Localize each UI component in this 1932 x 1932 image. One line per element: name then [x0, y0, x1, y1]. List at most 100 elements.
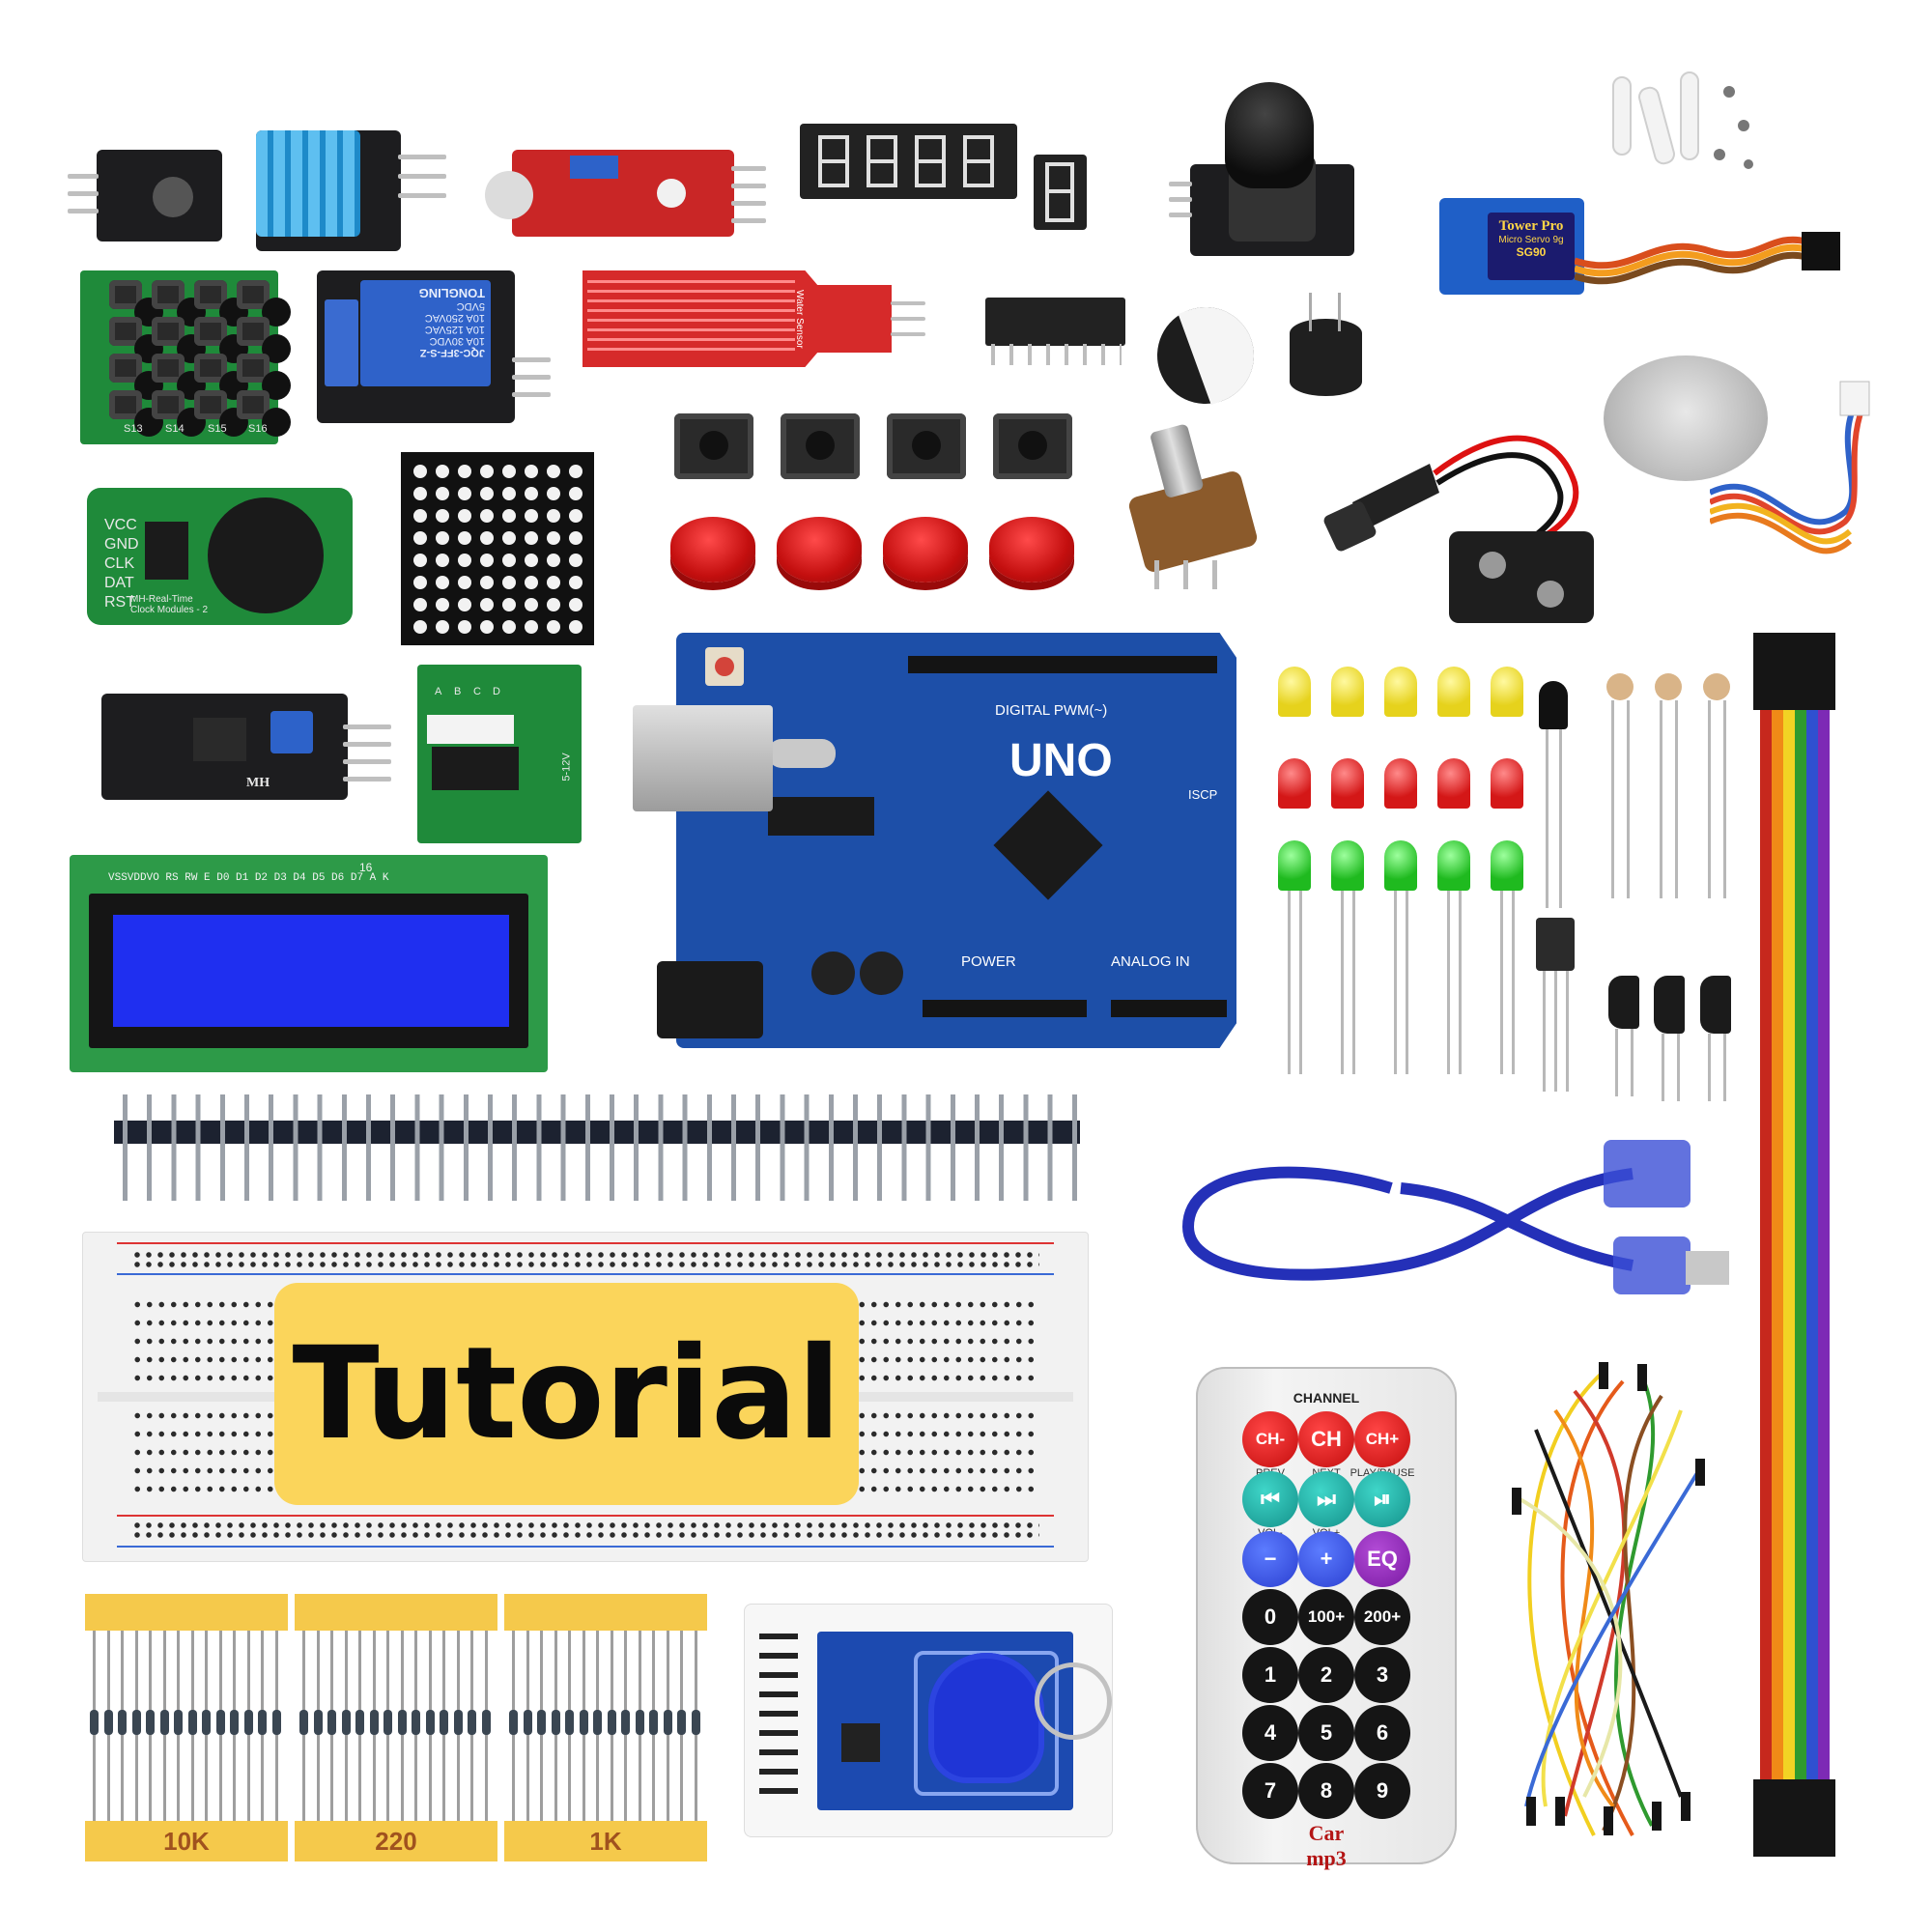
- led-2-2: [1384, 840, 1417, 891]
- tactile-button-4[interactable]: [993, 413, 1072, 479]
- joystick-cap[interactable]: [1225, 82, 1314, 188]
- sound-sensor-module: [485, 150, 734, 237]
- resistor: [146, 1710, 155, 1735]
- resistor: [607, 1710, 616, 1735]
- dc-power-jack[interactable]: [657, 961, 763, 1038]
- remote-logo: Car mp3: [1306, 1821, 1347, 1870]
- rtc-chip: [145, 522, 188, 580]
- jumper-wires-bundle: [1512, 1362, 1705, 1836]
- led-1-1: [1331, 758, 1364, 809]
- lcd-screen: [113, 915, 509, 1027]
- tactile-button-2[interactable]: [781, 413, 860, 479]
- reset-button[interactable]: [705, 647, 744, 686]
- led-2-0: [1278, 840, 1311, 891]
- usb-b-port[interactable]: [633, 705, 773, 811]
- remote-button-7[interactable]: 7: [1242, 1763, 1298, 1819]
- led-matrix-8x8: [401, 452, 594, 645]
- analog-header: [1111, 1000, 1227, 1017]
- uno-iscp-label: ISCP: [1188, 787, 1218, 802]
- remote-button-3[interactable]: 3: [1354, 1647, 1410, 1703]
- relay-line3: 10A 125VAC: [424, 324, 485, 335]
- led-0-0: [1278, 667, 1311, 717]
- keypad-buttons: [109, 280, 291, 437]
- rtc-pin-dat: DAT: [104, 575, 134, 591]
- keypad-4x4: S13 S14 S15 S16: [80, 270, 291, 444]
- rfid-header-pins: [759, 1634, 798, 1798]
- remote-button-6[interactable]: 6: [1354, 1705, 1410, 1761]
- button-cap-red-1: [670, 517, 755, 582]
- driver-label-a: A: [435, 686, 442, 697]
- remote-button-0[interactable]: 0: [1242, 1589, 1298, 1645]
- transistor-2: [1654, 976, 1685, 1034]
- relay-line1: 5VDC: [456, 300, 485, 312]
- rtc-pin-vcc: VCC: [104, 517, 137, 533]
- crystal: [768, 739, 836, 768]
- mount-hole: [657, 179, 686, 208]
- battery-clip-9v: [1323, 435, 1594, 623]
- driver-voltage: 5-12V: [560, 753, 573, 781]
- remote-button-[interactable]: −: [1242, 1531, 1298, 1587]
- resistor: [677, 1710, 686, 1735]
- servo-name: SG90: [1516, 245, 1547, 259]
- resistor: [468, 1710, 476, 1735]
- resistor: [481, 1710, 491, 1735]
- remote-button-9[interactable]: 9: [1354, 1763, 1410, 1819]
- tactile-button-3[interactable]: [887, 413, 966, 479]
- rtc-pin-gnd: GND: [104, 536, 139, 553]
- remote-button-CH[interactable]: CH-: [1242, 1411, 1298, 1467]
- ribbon-header-top: [1753, 633, 1835, 710]
- remote-button-1[interactable]: 1: [1242, 1647, 1298, 1703]
- driver-chip: [432, 747, 519, 790]
- remote-button-CH+[interactable]: CH+: [1354, 1411, 1410, 1467]
- remote-button-5[interactable]: 5: [1298, 1705, 1354, 1761]
- remote-button-2[interactable]: 2: [1298, 1647, 1354, 1703]
- tactile-button-1[interactable]: [674, 413, 753, 479]
- keypad-label-s16: S16: [248, 423, 268, 435]
- remote-button-[interactable]: ⏮: [1242, 1471, 1298, 1527]
- servo-sg90: Tower Pro Micro Servo 9g SG90: [1439, 198, 1584, 295]
- resistor: [565, 1710, 574, 1735]
- water-sensor: Water Sensor: [582, 270, 892, 367]
- resistor: [425, 1710, 435, 1735]
- rfid-key-fob[interactable]: [928, 1653, 1044, 1783]
- potentiometer-shaft: [1149, 423, 1205, 499]
- relay-box: TONGLING 5VDC 10A 250VAC 10A 125VAC 10A …: [360, 280, 491, 386]
- resistor: [691, 1710, 700, 1735]
- remote-button-200+[interactable]: 200+: [1354, 1589, 1410, 1645]
- resistor: [258, 1710, 267, 1735]
- resistor: [131, 1710, 141, 1735]
- stepper-driver-uln2003: A B C D 5-12V: [417, 665, 582, 843]
- resistor-tape-top: [295, 1594, 497, 1631]
- digital-header: [908, 656, 1217, 673]
- lcd-pin-labels: VSSVDDVO RS RW E D0 D1 D2 D3 D4 D5 D6 D7…: [108, 872, 389, 884]
- remote-button-+[interactable]: +: [1298, 1531, 1354, 1587]
- remote-button-EQ[interactable]: EQ: [1354, 1531, 1410, 1587]
- ribbon-header-bottom: [1753, 1779, 1835, 1857]
- rtc-battery-holder: [208, 497, 324, 613]
- remote-button-[interactable]: ⏭: [1298, 1471, 1354, 1527]
- potentiometer-blue: [570, 156, 618, 179]
- remote-button-100+[interactable]: 100+: [1298, 1589, 1354, 1645]
- keypad-label-s13: S13: [124, 423, 143, 435]
- seven-segment-digits: [817, 135, 994, 187]
- driver-label-b: B: [454, 686, 462, 697]
- resistor: [341, 1710, 351, 1735]
- keypad-label-s15: S15: [208, 423, 227, 435]
- remote-button-4[interactable]: 4: [1242, 1705, 1298, 1761]
- uno-brand: UNO: [1009, 735, 1113, 786]
- resistor: [187, 1710, 197, 1735]
- resistor: [551, 1710, 560, 1735]
- rtc-ds1302-module: VCC GND CLK DAT RST MH-Real-Time Clock M…: [87, 488, 353, 625]
- ir-remote: CHANNEL CH-PREVCHNEXTCH+PLAY/PAUSE⏮VOL-⏭…: [1196, 1367, 1457, 1870]
- male-pin-header-pins: [123, 1094, 1079, 1201]
- potentiometer[interactable]: [1126, 423, 1260, 575]
- rail-blue-bottom: [117, 1546, 1054, 1548]
- resistor: [174, 1710, 183, 1735]
- potentiometer-legs: [1154, 560, 1232, 589]
- remote-button-[interactable]: ⏯: [1354, 1471, 1410, 1527]
- ch340-chip: [768, 797, 874, 836]
- resistor: [159, 1710, 169, 1735]
- remote-button-CH[interactable]: CH: [1298, 1411, 1354, 1467]
- photoresistor-1: [1606, 673, 1634, 700]
- remote-button-8[interactable]: 8: [1298, 1763, 1354, 1819]
